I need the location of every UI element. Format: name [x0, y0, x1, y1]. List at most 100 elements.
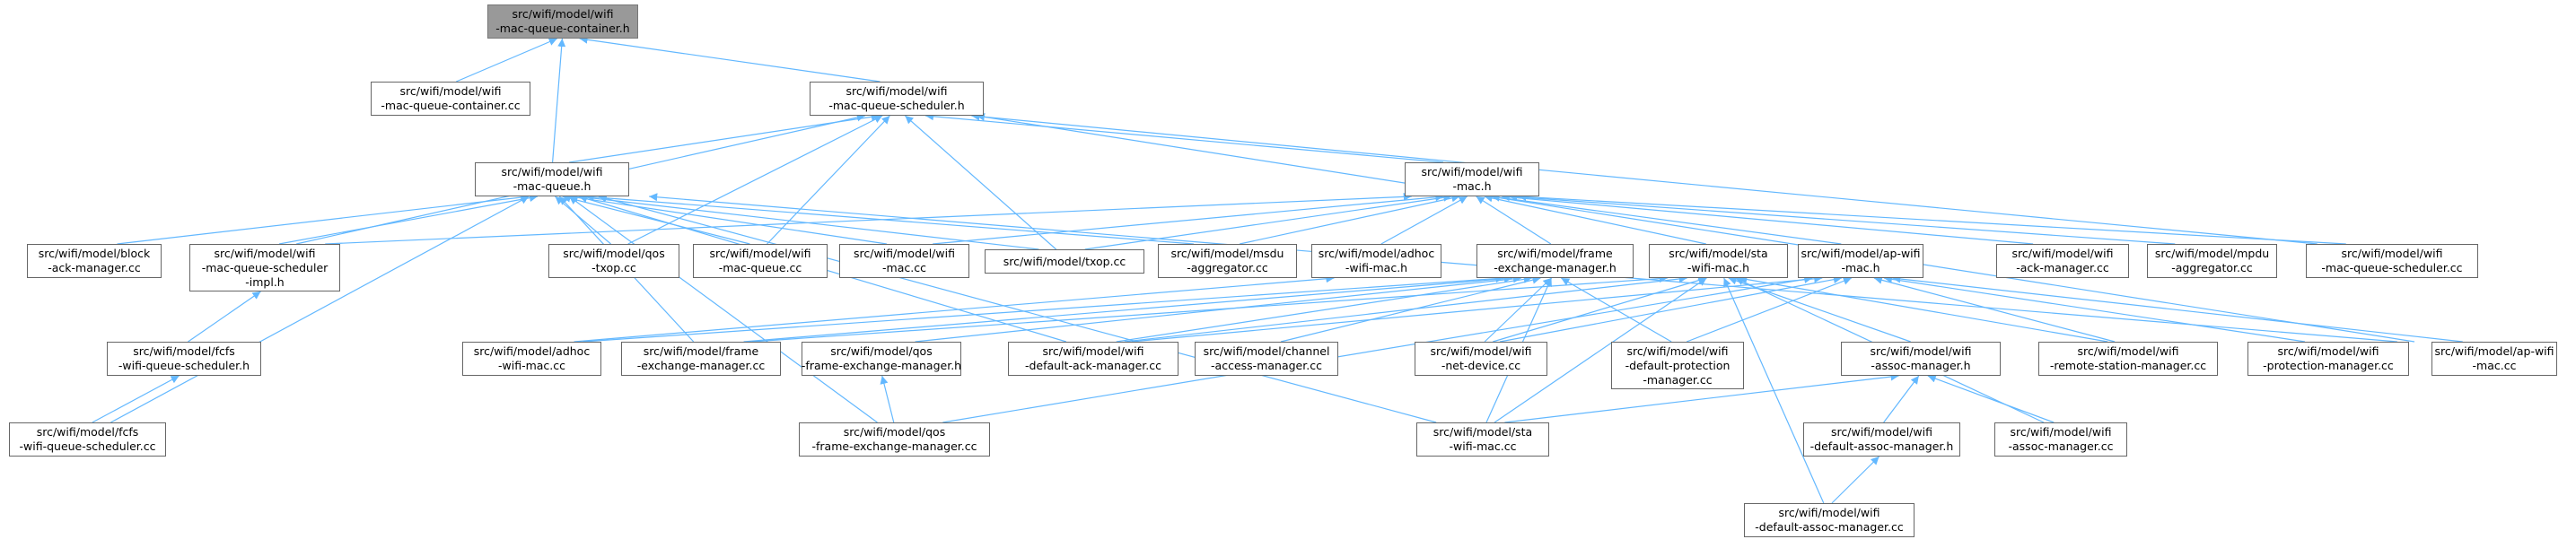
file-node-label-line: src/wifi/model/wifi [709, 247, 811, 260]
file-node-label-line: -manager.cc [1643, 372, 1713, 387]
file-node-label-line: -wifi-mac.cc [497, 359, 566, 372]
dependency-edge [1500, 275, 1842, 343]
dependency-edge [562, 194, 750, 245]
file-node[interactable]: src/wifi/model/qos-txop.cc [548, 244, 679, 278]
file-node-label-line: src/wifi/model/wifi [399, 84, 502, 98]
file-node[interactable]: src/wifi/model/frame-exchange-manager.cc [621, 342, 781, 376]
file-node-label-line: src/wifi/model/ap-wifi [2434, 344, 2554, 358]
file-node-label-line: src/wifi/model/qos [563, 247, 665, 260]
file-node[interactable]: src/wifi/model/wifi-remote-station-manag… [2038, 342, 2218, 376]
file-node-label-line: -default-assoc-manager.h [1809, 439, 1954, 453]
dependency-edge [1494, 277, 1707, 423]
dependency-edge [552, 38, 566, 163]
dependency-edge [1739, 275, 2108, 343]
file-node[interactable]: src/wifi/model/wifi-assoc-manager.cc [1994, 422, 2127, 457]
dependency-edge [924, 112, 1444, 163]
file-node-label-line: -default-ack-manager.cc [1024, 359, 1162, 372]
file-node[interactable]: src/wifi/model/ap-wifi-mac.h [1798, 244, 1923, 278]
file-node[interactable]: src/wifi/model/wifi-mac-queue-scheduler.… [2306, 244, 2478, 278]
file-node[interactable]: src/wifi/model/fcfs-wifi-queue-scheduler… [107, 342, 261, 376]
file-node-label-line: src/wifi/model/frame [1497, 247, 1613, 260]
file-node-label-line: src/wifi/model/msdu [1170, 247, 1284, 260]
file-node[interactable]: src/wifi/model/wifi-default-protection-m… [1611, 342, 1744, 389]
dependency-edge [1493, 276, 1707, 343]
file-node[interactable]: src/wifi/model/block-ack-manager.cc [27, 244, 162, 278]
file-node-label-line: -frame-exchange-manager.h [801, 359, 962, 372]
dependency-edge [971, 112, 2318, 245]
root-file-node: src/wifi/model/wifi-mac-queue-container.… [487, 4, 638, 39]
file-node[interactable]: src/wifi/model/wifi-mac-queue.h [475, 162, 629, 196]
file-node[interactable]: src/wifi/model/wifi-mac-queue.cc [693, 244, 828, 278]
dependency-edge [110, 196, 530, 423]
file-node-label-line: -frame-exchange-manager.cc [811, 439, 977, 453]
dependency-edge [569, 193, 887, 245]
edge-layer [92, 35, 2463, 504]
dependency-edge [1873, 275, 2116, 343]
file-node-label-line: -exchange-manager.h [1494, 261, 1617, 274]
file-node-label-line: -mac-queue-container.h [495, 22, 630, 35]
file-node[interactable]: src/wifi/model/wifi-mac-queue-scheduler-… [189, 244, 340, 291]
file-node-label-line: -mac-queue-scheduler [201, 260, 329, 274]
file-node[interactable]: src/wifi/model/sta-wifi-mac.h [1649, 244, 1788, 278]
file-node[interactable]: src/wifi/model/wifi-mac.cc [839, 244, 969, 278]
dependency-edge [1504, 372, 1899, 423]
dependency-edge [1280, 275, 1541, 343]
file-node[interactable]: src/wifi/model/wifi-default-assoc-manage… [1803, 422, 1960, 457]
file-node[interactable]: src/wifi/model/adhoc-wifi-mac.cc [462, 342, 601, 376]
dependency-edge [1484, 194, 1706, 245]
dependency-edge [1883, 375, 1920, 423]
file-node-label-line: -net-device.cc [1441, 359, 1521, 372]
file-node-label-line: -wifi-mac.cc [1449, 439, 1517, 453]
file-node-label-line: src/wifi/model/wifi [2341, 247, 2443, 260]
file-node-label-line: -impl.h [245, 274, 285, 289]
dependency-edge [743, 274, 1512, 343]
file-node-label-line: src/wifi/model/fcfs [133, 344, 235, 358]
file-node[interactable]: src/wifi/model/wifi-default-assoc-manage… [1744, 503, 1914, 537]
dependency-edge [1831, 456, 1879, 504]
dependency-edge [751, 274, 1668, 343]
file-node-label-line: src/wifi/model/adhoc [473, 344, 591, 358]
file-node[interactable]: src/wifi/model/frame-exchange-manager.h [1476, 244, 1634, 278]
file-node[interactable]: src/wifi/model/fcfs-wifi-queue-scheduler… [9, 422, 166, 457]
file-node[interactable]: src/wifi/model/wifi-assoc-manager.h [1841, 342, 2001, 376]
file-node-label-line: src/wifi/model/block [38, 247, 151, 260]
file-node-label-line: src/wifi/model/wifi [1831, 425, 1932, 439]
dependency-edge [880, 375, 895, 423]
dependency-edge [1501, 193, 2034, 245]
file-node[interactable]: src/wifi/model/txop.cc [985, 249, 1144, 274]
dependency-edge [1084, 193, 1452, 250]
file-node[interactable]: src/wifi/model/ap-wifi-mac.cc [2431, 342, 2557, 376]
file-node[interactable]: src/wifi/model/adhoc-wifi-mac.h [1311, 244, 1441, 278]
file-node[interactable]: src/wifi/model/wifi-net-device.cc [1415, 342, 1547, 376]
file-node-label-line: src/wifi/model/txop.cc [1003, 254, 1126, 268]
file-node[interactable]: src/wifi/model/qos-frame-exchange-manage… [799, 422, 990, 457]
dependency-edge [456, 38, 557, 83]
dependency-edge [579, 35, 881, 83]
dependency-edge [904, 115, 1057, 250]
dependency-edge [767, 115, 890, 245]
file-node[interactable]: src/wifi/model/wifi-mac.h [1405, 162, 1539, 196]
file-node-label-line: src/wifi/model/wifi [1421, 165, 1523, 178]
file-node-label-line: src/wifi/model/wifi [854, 247, 955, 260]
file-node[interactable]: src/wifi/model/wifi-ack-manager.cc [1996, 244, 2129, 278]
dependency-edge [627, 115, 883, 245]
file-node-label-line: -aggregator.cc [1187, 261, 1268, 274]
dependency-edge [583, 274, 1504, 343]
file-node[interactable]: src/wifi/model/wifi-mac-queue-scheduler.… [810, 82, 984, 116]
file-node[interactable]: src/wifi/model/channel-access-manager.cc [1195, 342, 1338, 376]
file-node[interactable]: src/wifi/model/qos-frame-exchange-manage… [802, 342, 961, 376]
file-node-label-line: src/wifi/model/wifi [501, 165, 603, 178]
file-node[interactable]: src/wifi/model/wifi-protection-manager.c… [2247, 342, 2409, 376]
dependency-edge [1561, 277, 1672, 343]
file-node[interactable]: src/wifi/model/msdu-aggregator.cc [1158, 244, 1297, 278]
file-node-label-line: src/wifi/model/wifi [2077, 344, 2179, 358]
file-node-label-line: -wifi-queue-scheduler.h [118, 359, 250, 372]
dependency-edge [915, 274, 1522, 343]
file-node[interactable]: src/wifi/model/sta-wifi-mac.cc [1416, 422, 1549, 457]
file-node[interactable]: src/wifi/model/mpdu-aggregator.cc [2147, 244, 2277, 278]
dependency-edge [92, 375, 180, 423]
file-node-label-line: -wifi-mac.h [1345, 261, 1408, 274]
file-node[interactable]: src/wifi/model/wifi-mac-queue-container.… [371, 82, 530, 116]
file-node-label-line: src/wifi/model/wifi [512, 7, 614, 21]
file-node[interactable]: src/wifi/model/wifi-default-ack-manager.… [1008, 342, 1178, 376]
